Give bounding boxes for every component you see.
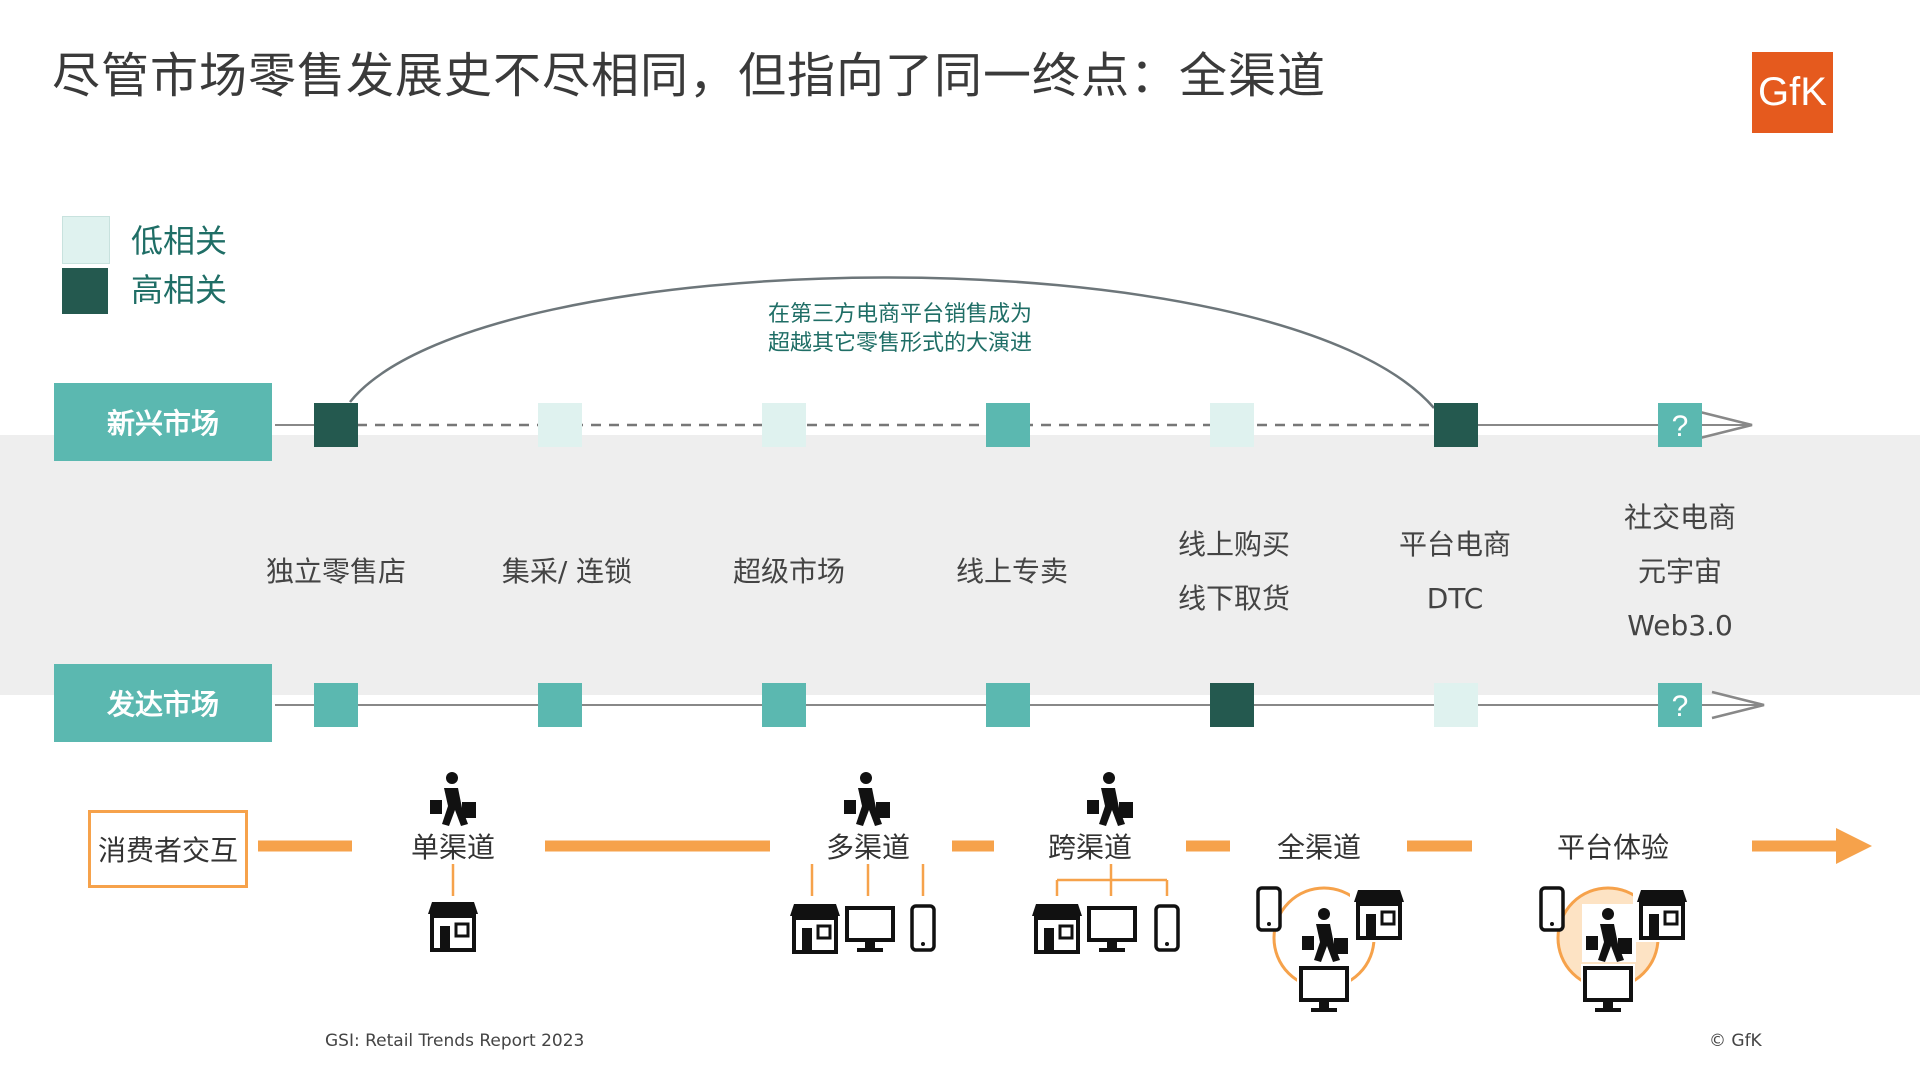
developed-marker-5 xyxy=(1210,683,1254,727)
monitor-icon xyxy=(1087,906,1137,952)
arc-annotation-line-2: 超越其它零售形式的大演进 xyxy=(767,331,1032,356)
arc-annotation: 在第三方电商平台销售成为 超越其它零售形式的大演进 xyxy=(700,300,1100,358)
store-icon xyxy=(428,902,478,952)
legend-swatch-high xyxy=(62,268,108,314)
emerging-market-label: 新兴市场 xyxy=(54,383,272,461)
phone-icon xyxy=(910,904,936,952)
stage-label-7: 社交电商元宇宙 Web3.0 xyxy=(1570,491,1790,653)
shopper-icon xyxy=(844,772,890,826)
logo-text: GfK xyxy=(1758,70,1827,114)
emerging-marker-6 xyxy=(1434,403,1478,447)
developed-marker-1 xyxy=(314,683,358,727)
stage-label-4: 线上专卖 xyxy=(902,545,1122,599)
store-icon xyxy=(1633,886,1691,942)
shopper-icon xyxy=(1586,908,1632,962)
stage-line: 平台电商 xyxy=(1398,528,1511,561)
consumer-interaction-label: 消费者交互 xyxy=(97,834,238,867)
legend-label-low: 低相关 xyxy=(131,222,228,260)
phone-icon xyxy=(1539,886,1565,932)
stage-line: 独立零售店 xyxy=(265,555,406,588)
channel-label-cross: 跨渠道 xyxy=(1047,831,1132,864)
store-icon xyxy=(1032,904,1082,954)
emerging-marker-7 xyxy=(1658,403,1702,447)
emerging-marker-1 xyxy=(314,403,358,447)
legend-label-high: 高相关 xyxy=(131,271,228,309)
developed-marker-7 xyxy=(1658,683,1702,727)
channel-label-multi: 多渠道 xyxy=(825,831,910,864)
stage-line: DTC xyxy=(1426,582,1484,615)
store-icon xyxy=(1350,886,1408,942)
orange-arrowhead xyxy=(1836,828,1872,864)
copyright-note: © GfK xyxy=(1709,1031,1762,1051)
source-note: GSI: Retail Trends Report 2023 xyxy=(325,1031,585,1051)
developed-marker-2 xyxy=(538,683,582,727)
stage-line: 超级市场 xyxy=(732,555,845,588)
gfk-logo: GfK xyxy=(1752,52,1833,133)
emerging-marker-5 xyxy=(1210,403,1254,447)
shopper-icon xyxy=(1302,908,1348,962)
emerging-market-text: 新兴市场 xyxy=(106,407,219,440)
developed-arrowhead xyxy=(1711,690,1765,720)
developed-marker-3 xyxy=(762,683,806,727)
stage-label-6: 平台电商 DTC xyxy=(1345,518,1565,626)
phone-icon xyxy=(1256,886,1282,932)
consumer-interaction-box: 消费者交互 xyxy=(88,810,248,888)
stage-label-3: 超级市场 xyxy=(679,545,899,599)
emerging-marker-3 xyxy=(762,403,806,447)
channel-label-omni: 全渠道 xyxy=(1276,831,1361,864)
stage-line: 线下取货 xyxy=(1177,582,1290,615)
shopper-icon xyxy=(1087,772,1133,826)
stage-line: 线上购买 xyxy=(1177,528,1290,561)
stage-band xyxy=(0,435,1920,695)
store-icon xyxy=(790,904,840,954)
page-title: 尽管市场零售发展史不尽相同，但指向了同一终点：全渠道 xyxy=(52,48,1327,104)
arc-annotation-line-1: 在第三方电商平台销售成为 xyxy=(767,302,1032,327)
monitor-icon xyxy=(845,906,895,952)
emerging-marker-2 xyxy=(538,403,582,447)
stage-line: 线上专卖 xyxy=(955,555,1068,588)
channel-label-single: 单渠道 xyxy=(410,831,495,864)
developed-market-text: 发达市场 xyxy=(106,688,219,721)
stage-line: 社交电商 xyxy=(1623,501,1736,534)
platform-arc xyxy=(349,276,1435,409)
stage-label-2: 集采/ 连锁 xyxy=(457,545,677,599)
monitor-icon xyxy=(1581,964,1635,1016)
developed-marker-4 xyxy=(986,683,1030,727)
monitor-icon xyxy=(1297,964,1351,1016)
stage-label-5: 线上购买线下取货 xyxy=(1124,518,1344,626)
legend-swatch-low xyxy=(62,216,110,264)
developed-marker-6 xyxy=(1434,683,1478,727)
emerging-marker-4 xyxy=(986,403,1030,447)
emerging-arrowhead xyxy=(1699,410,1753,440)
channel-label-platform: 平台体验 xyxy=(1556,831,1669,864)
stage-label-1: 独立零售店 xyxy=(226,545,446,599)
stage-line: 元宇宙 xyxy=(1637,555,1722,588)
phone-icon xyxy=(1154,904,1180,952)
stage-line: 集采/ 连锁 xyxy=(501,555,633,588)
shopper-icon xyxy=(430,772,476,826)
developed-marker-question: ? xyxy=(1672,690,1689,723)
developed-market-label: 发达市场 xyxy=(54,664,272,742)
emerging-marker-question: ? xyxy=(1672,410,1689,443)
stage-line: Web3.0 xyxy=(1627,609,1733,642)
